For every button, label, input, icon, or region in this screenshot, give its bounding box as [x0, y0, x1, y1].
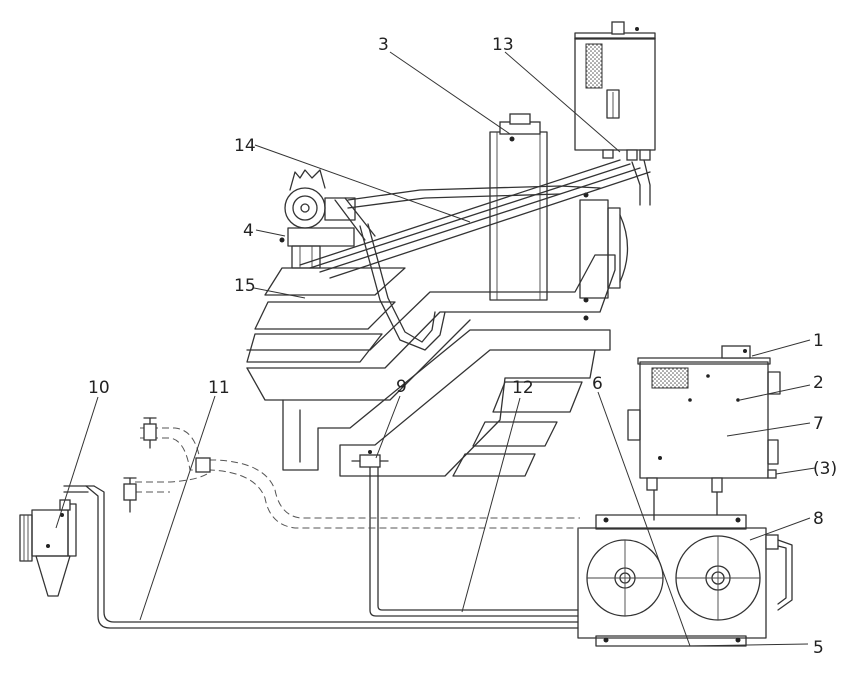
callout-15: 15 — [234, 276, 256, 296]
pipe-lines-lower — [63, 461, 718, 629]
callout-4: 4 — [243, 221, 254, 241]
hydraulic-tank — [574, 21, 656, 161]
callout-14: 14 — [234, 136, 256, 156]
callout-labels: 1 2 3 (3) 4 5 6 7 8 9 10 11 12 13 14 15 — [88, 35, 837, 658]
callout-8: 8 — [813, 509, 824, 529]
callout-13: 13 — [492, 35, 514, 55]
oil-cooler — [489, 113, 548, 301]
valve-9 — [351, 450, 389, 468]
callout-5: 5 — [813, 638, 824, 658]
radiator — [579, 192, 629, 321]
pipe-lines-upper — [299, 159, 651, 351]
callout-3: 3 — [378, 35, 389, 55]
drain-valves — [123, 417, 157, 513]
pump-assembly — [279, 169, 376, 269]
leader-lines — [55, 51, 816, 647]
callout-3-paren: (3) — [813, 459, 837, 479]
control-box — [627, 345, 781, 493]
drain-lines — [135, 427, 580, 529]
callout-9: 9 — [396, 377, 407, 397]
callout-10: 10 — [88, 378, 110, 398]
callout-7: 7 — [813, 414, 824, 434]
callout-11: 11 — [208, 378, 230, 398]
callout-6: 6 — [592, 374, 603, 394]
callout-2: 2 — [813, 373, 824, 393]
chassis-frame — [246, 254, 616, 477]
twin-fan-cooler — [577, 514, 793, 647]
callout-1: 1 — [813, 331, 824, 351]
motor-pump-10 — [19, 499, 77, 597]
callout-12: 12 — [512, 378, 534, 398]
